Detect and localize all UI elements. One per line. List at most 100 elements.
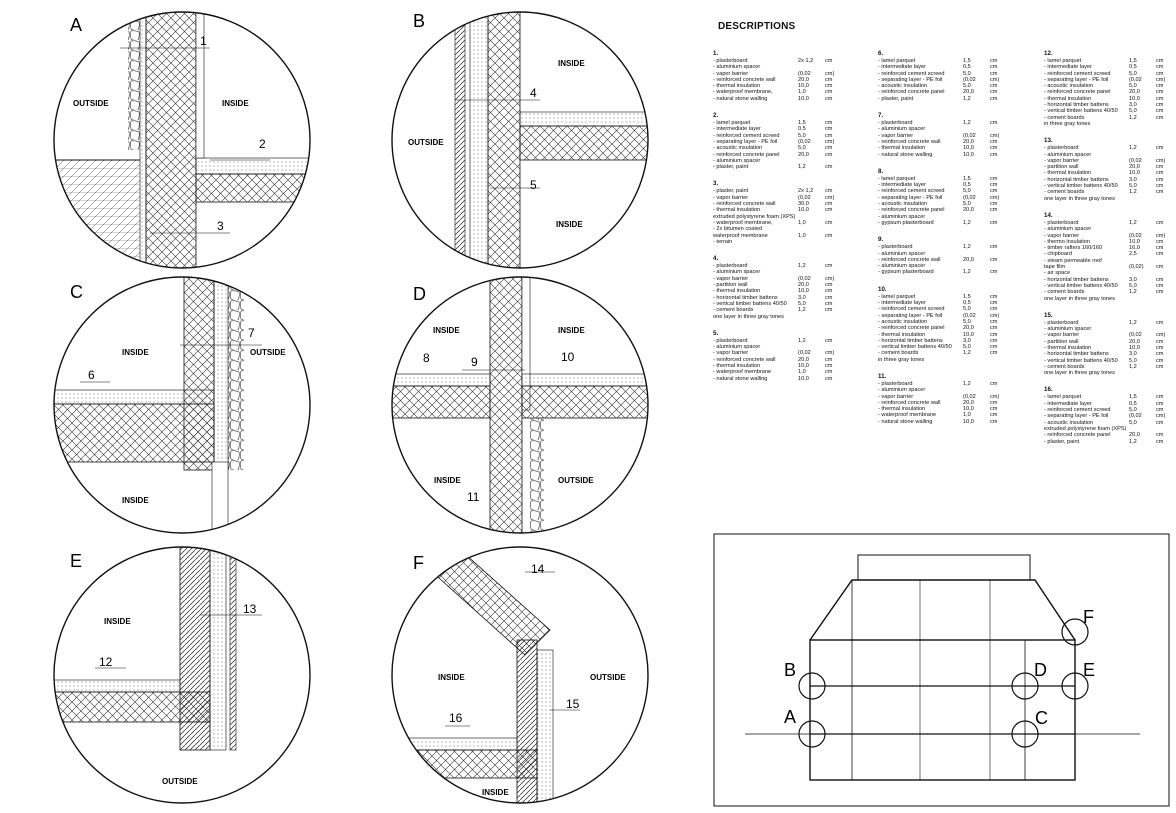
layer-unit: cm xyxy=(825,300,833,307)
layer-unit: cm) xyxy=(825,194,835,201)
layer-thickness: 1,2 xyxy=(963,219,971,226)
layer-row: - aluminium spacer xyxy=(1044,152,1176,158)
layer-unit: cm xyxy=(1156,344,1164,351)
insulation-layer xyxy=(209,547,227,751)
insulation-layer xyxy=(139,12,147,268)
layer-unit: cm) xyxy=(825,350,835,357)
layer-thickness: 5,0 xyxy=(963,306,971,313)
layer-name: - lamel parquet xyxy=(1044,58,1082,64)
layer-thickness: 5,0 xyxy=(1129,419,1137,426)
section-letter: F xyxy=(1083,607,1094,627)
floor-slab xyxy=(399,749,538,779)
layer-unit: cm xyxy=(990,219,998,226)
layer-row: - plaster, paint 2x 1,2 cm xyxy=(713,188,873,194)
layer-name: - reinforced cement screed xyxy=(1044,407,1111,414)
detail-e xyxy=(53,546,311,804)
layer-thickness: 1,2 xyxy=(963,350,971,357)
callout-number: 2 xyxy=(259,137,266,151)
detail-a xyxy=(53,11,311,269)
callout-number: 10 xyxy=(561,350,575,364)
layer-thickness: 5,0 xyxy=(798,145,806,152)
layer-thickness: 2x 1,2 xyxy=(798,188,814,195)
layer-thickness: 5,0 xyxy=(1129,407,1137,414)
layer-unit: cm xyxy=(1156,319,1164,326)
layer-thickness: 10,0 xyxy=(798,207,809,214)
layer-thickness: 20,0 xyxy=(963,325,974,332)
layer-unit: cm xyxy=(990,201,998,208)
layer-unit: cm) xyxy=(990,132,1000,139)
layer-name: - plasterboard xyxy=(713,58,748,64)
layer-name: - reinforced concrete panel xyxy=(1044,432,1111,439)
layer-name: waterproof membrane xyxy=(713,232,768,239)
layer-thickness: 3,0 xyxy=(798,294,806,301)
layer-name: - separating layer - PE foil xyxy=(1044,413,1109,420)
layer-unit: cm xyxy=(825,164,833,171)
layer-thickness: 10,0 xyxy=(798,83,809,90)
layer-name: one layer in three gray tones xyxy=(1044,370,1115,377)
layer-thickness: (0,02 xyxy=(1129,232,1142,239)
layer-unit: cm xyxy=(1156,114,1164,121)
layer-name: - cement boards xyxy=(1044,289,1085,296)
layer-thickness: 1,2 xyxy=(798,263,806,270)
layer-unit: cm xyxy=(825,188,833,195)
floor-slab xyxy=(54,403,215,463)
region-label: OUTSIDE xyxy=(408,138,444,147)
layer-name: - lamel parquet xyxy=(713,120,751,127)
layer-name: - horizontal timber battens xyxy=(1044,102,1109,109)
layer-thickness: (0,02) xyxy=(1129,264,1144,271)
layer-unit: cm xyxy=(825,151,833,158)
layer-unit: cm xyxy=(990,120,998,127)
layer-thickness: 5,0 xyxy=(1129,357,1137,364)
region-label: INSIDE xyxy=(433,326,460,335)
layer-unit: cm xyxy=(825,83,833,90)
layer-name: - acoustic insulation xyxy=(713,145,763,152)
description-number: 2. xyxy=(713,112,719,120)
layer-unit: cm xyxy=(1156,189,1164,196)
layer-name: - plaster, paint xyxy=(713,188,749,195)
layer-thickness: 1,2 xyxy=(1129,319,1137,326)
callout-number: 9 xyxy=(471,355,478,369)
description-number: 8. xyxy=(878,167,884,175)
callout-number: 11 xyxy=(467,490,480,504)
layer-name: - vapor barrier xyxy=(713,275,749,282)
layer-unit: cm xyxy=(825,58,833,64)
layer-name: - intermediate layer xyxy=(1044,400,1092,407)
layer-name: - terrain xyxy=(713,238,733,245)
layer-thickness: 2,5 xyxy=(1129,251,1137,258)
layer-thickness: 0,5 xyxy=(798,126,806,133)
layer-unit: cm xyxy=(990,380,998,387)
layer-unit: cm xyxy=(990,188,998,195)
section-letter: D xyxy=(1034,660,1047,680)
region-label: INSIDE xyxy=(434,476,461,485)
layer-unit: cm xyxy=(825,282,833,289)
layer-thickness: 3,0 xyxy=(1129,276,1137,283)
detail-letter: E xyxy=(70,551,82,571)
